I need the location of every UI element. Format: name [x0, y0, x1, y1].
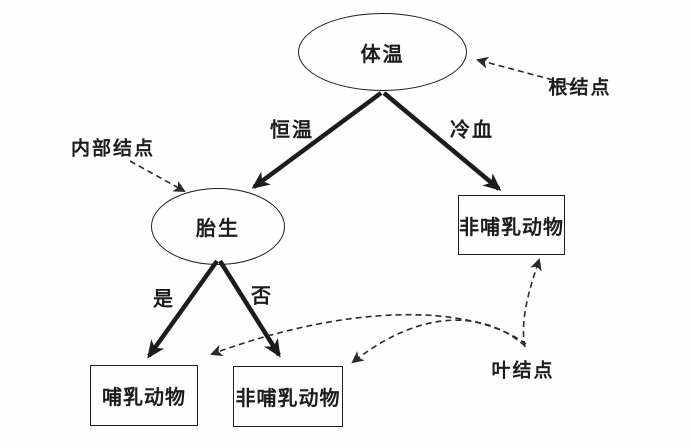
leaf-node-bottom-middle-label: 非哺乳动物: [235, 388, 341, 410]
annotation-internal-note: 内部结点: [70, 138, 156, 160]
root-note-arrow: [476, 56, 573, 86]
annotation-root-note: 根结点: [548, 77, 612, 99]
annotation-leaf-note: 叶结点: [491, 360, 555, 382]
leaf-note-arrow-middle: [351, 319, 526, 364]
internal-note-arrow: [129, 160, 186, 192]
leaf-note-arrow-right: [522, 258, 542, 348]
leaf-node-bottom-middle: 非哺乳动物: [233, 366, 343, 427]
branch-arrow-constant-temp: [251, 91, 383, 189]
edge-label-yes: 是: [153, 288, 175, 311]
leaf-node-right: 非哺乳动物: [458, 195, 565, 255]
root-node: 体温: [298, 13, 467, 91]
leaf-node-bottom-left: 哺乳动物: [90, 365, 198, 426]
leaf-note-arrow-left: [210, 313, 527, 357]
leaf-node-bottom-left-label: 哺乳动物: [102, 387, 186, 409]
branch-arrow-cold-blood: [382, 91, 502, 191]
branch-arrow-no: [218, 259, 281, 358]
edge-label-constant-temp: 恒温: [270, 119, 314, 142]
root-node-label: 体温: [360, 43, 405, 66]
edge-label-cold-blood: 冷血: [450, 119, 494, 142]
edge-label-no: 否: [251, 285, 273, 308]
internal-node-label: 胎生: [196, 218, 240, 240]
internal-node: 胎生: [151, 188, 285, 265]
leaf-node-right-label: 非哺乳动物: [459, 216, 564, 239]
branch-arrow-yes: [147, 259, 219, 359]
